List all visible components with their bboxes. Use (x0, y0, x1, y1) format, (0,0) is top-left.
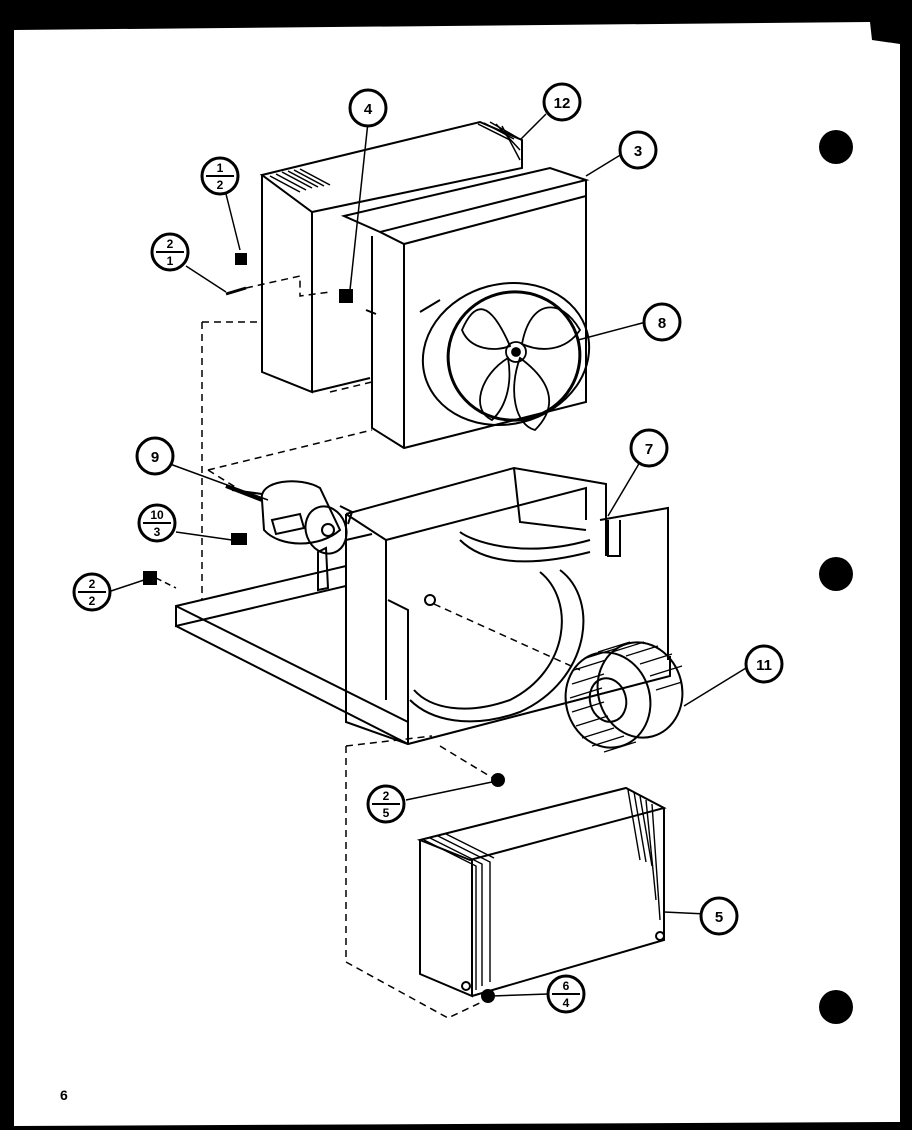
evaporator-coil (416, 786, 667, 998)
callout-12: 12 (542, 82, 582, 122)
svg-text:1: 1 (217, 161, 224, 175)
callout-4-label: 4 (364, 101, 373, 118)
svg-text:2: 2 (383, 789, 390, 803)
svg-text:2: 2 (217, 178, 224, 192)
callout-6-over-4: 6 4 (546, 974, 586, 1014)
callout-7-label: 7 (645, 441, 653, 458)
svg-text:5: 5 (383, 806, 390, 820)
svg-text:1: 1 (167, 254, 174, 268)
blower-motor (225, 480, 373, 592)
venturi-ring (421, 281, 591, 427)
callout-1-over-2: 1 2 (200, 156, 240, 196)
blower-housing (345, 466, 669, 745)
callout-5: 5 (699, 896, 739, 936)
base-pan (175, 564, 671, 746)
fan-hub (505, 341, 527, 363)
svg-text:4: 4 (563, 996, 570, 1010)
condenser-coil (259, 120, 523, 394)
svg-text:2: 2 (89, 594, 96, 608)
callout-2-over-2: 2 2 (72, 572, 112, 612)
paper-sheet-white (14, 22, 900, 1126)
callout-12-label: 12 (554, 95, 571, 112)
page-number: 6 (60, 1087, 68, 1103)
condenser-shroud (340, 166, 591, 450)
callout-7: 7 (629, 428, 669, 468)
callout-11: 11 (744, 644, 784, 684)
callout-9: 9 (135, 436, 175, 476)
svg-text:3: 3 (154, 525, 161, 539)
binder-hole-top (819, 130, 853, 164)
callout-3: 3 (618, 130, 658, 170)
svg-text:10: 10 (150, 508, 164, 522)
svg-text:2: 2 (167, 237, 174, 251)
blower-wheel (564, 641, 684, 753)
callout-8: 8 (642, 302, 682, 342)
binder-hole-middle (819, 557, 853, 591)
svg-text:6: 6 (563, 979, 570, 993)
callout-10-over-3: 10 3 (137, 503, 177, 543)
binder-hole-bottom (819, 990, 853, 1024)
callout-11-label: 11 (756, 657, 772, 674)
callout-8-label: 8 (658, 315, 666, 332)
svg-text:2: 2 (89, 577, 96, 591)
callout-5-label: 5 (715, 909, 723, 926)
callout-3-label: 3 (634, 143, 642, 160)
callout-4: 4 (348, 88, 388, 128)
callout-9-label: 9 (151, 449, 159, 466)
condenser-fan (461, 306, 582, 431)
callout-2-over-5: 2 5 (366, 784, 406, 824)
callout-2-over-1: 2 1 (150, 232, 190, 272)
